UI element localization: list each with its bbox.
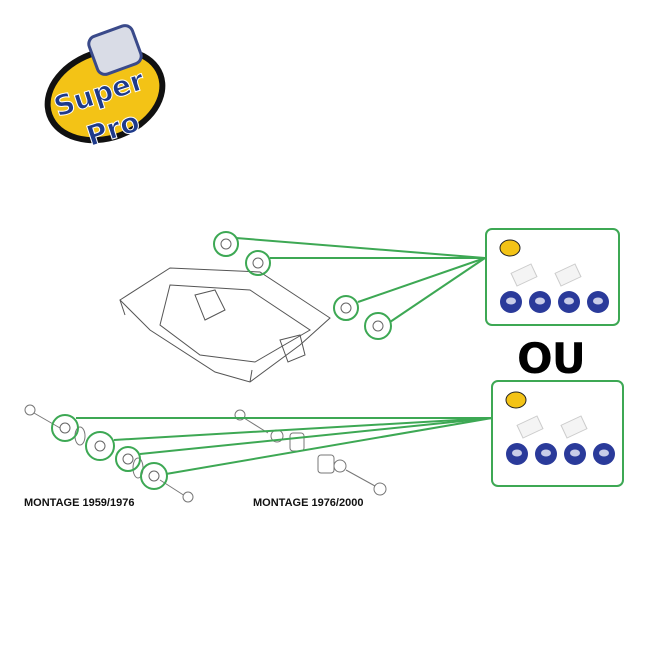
grease-packet [560,415,588,439]
bushing [500,291,522,313]
bushing [564,443,586,465]
bushing [587,291,609,313]
bushing [558,291,580,313]
bushing [529,291,551,313]
subframe-drawing [119,267,331,383]
kit-logo-icon [505,391,527,409]
grease-packet [554,263,582,287]
superpro-logo: Super Pro [44,24,166,153]
callout-lines [76,237,493,475]
bushing [506,443,528,465]
grease-packet [510,263,538,287]
bushing [535,443,557,465]
kit-box-2 [491,380,624,487]
callout-circles [51,231,392,490]
callout-parts [59,238,384,482]
kit-logo-icon [499,239,521,257]
mount-label-1976-2000: MONTAGE 1976/2000 [253,497,364,509]
mount-label-1959-1976: MONTAGE 1959/1976 [24,497,135,509]
or-separator: OU [517,334,586,383]
grease-packet [516,415,544,439]
bushing [593,443,615,465]
